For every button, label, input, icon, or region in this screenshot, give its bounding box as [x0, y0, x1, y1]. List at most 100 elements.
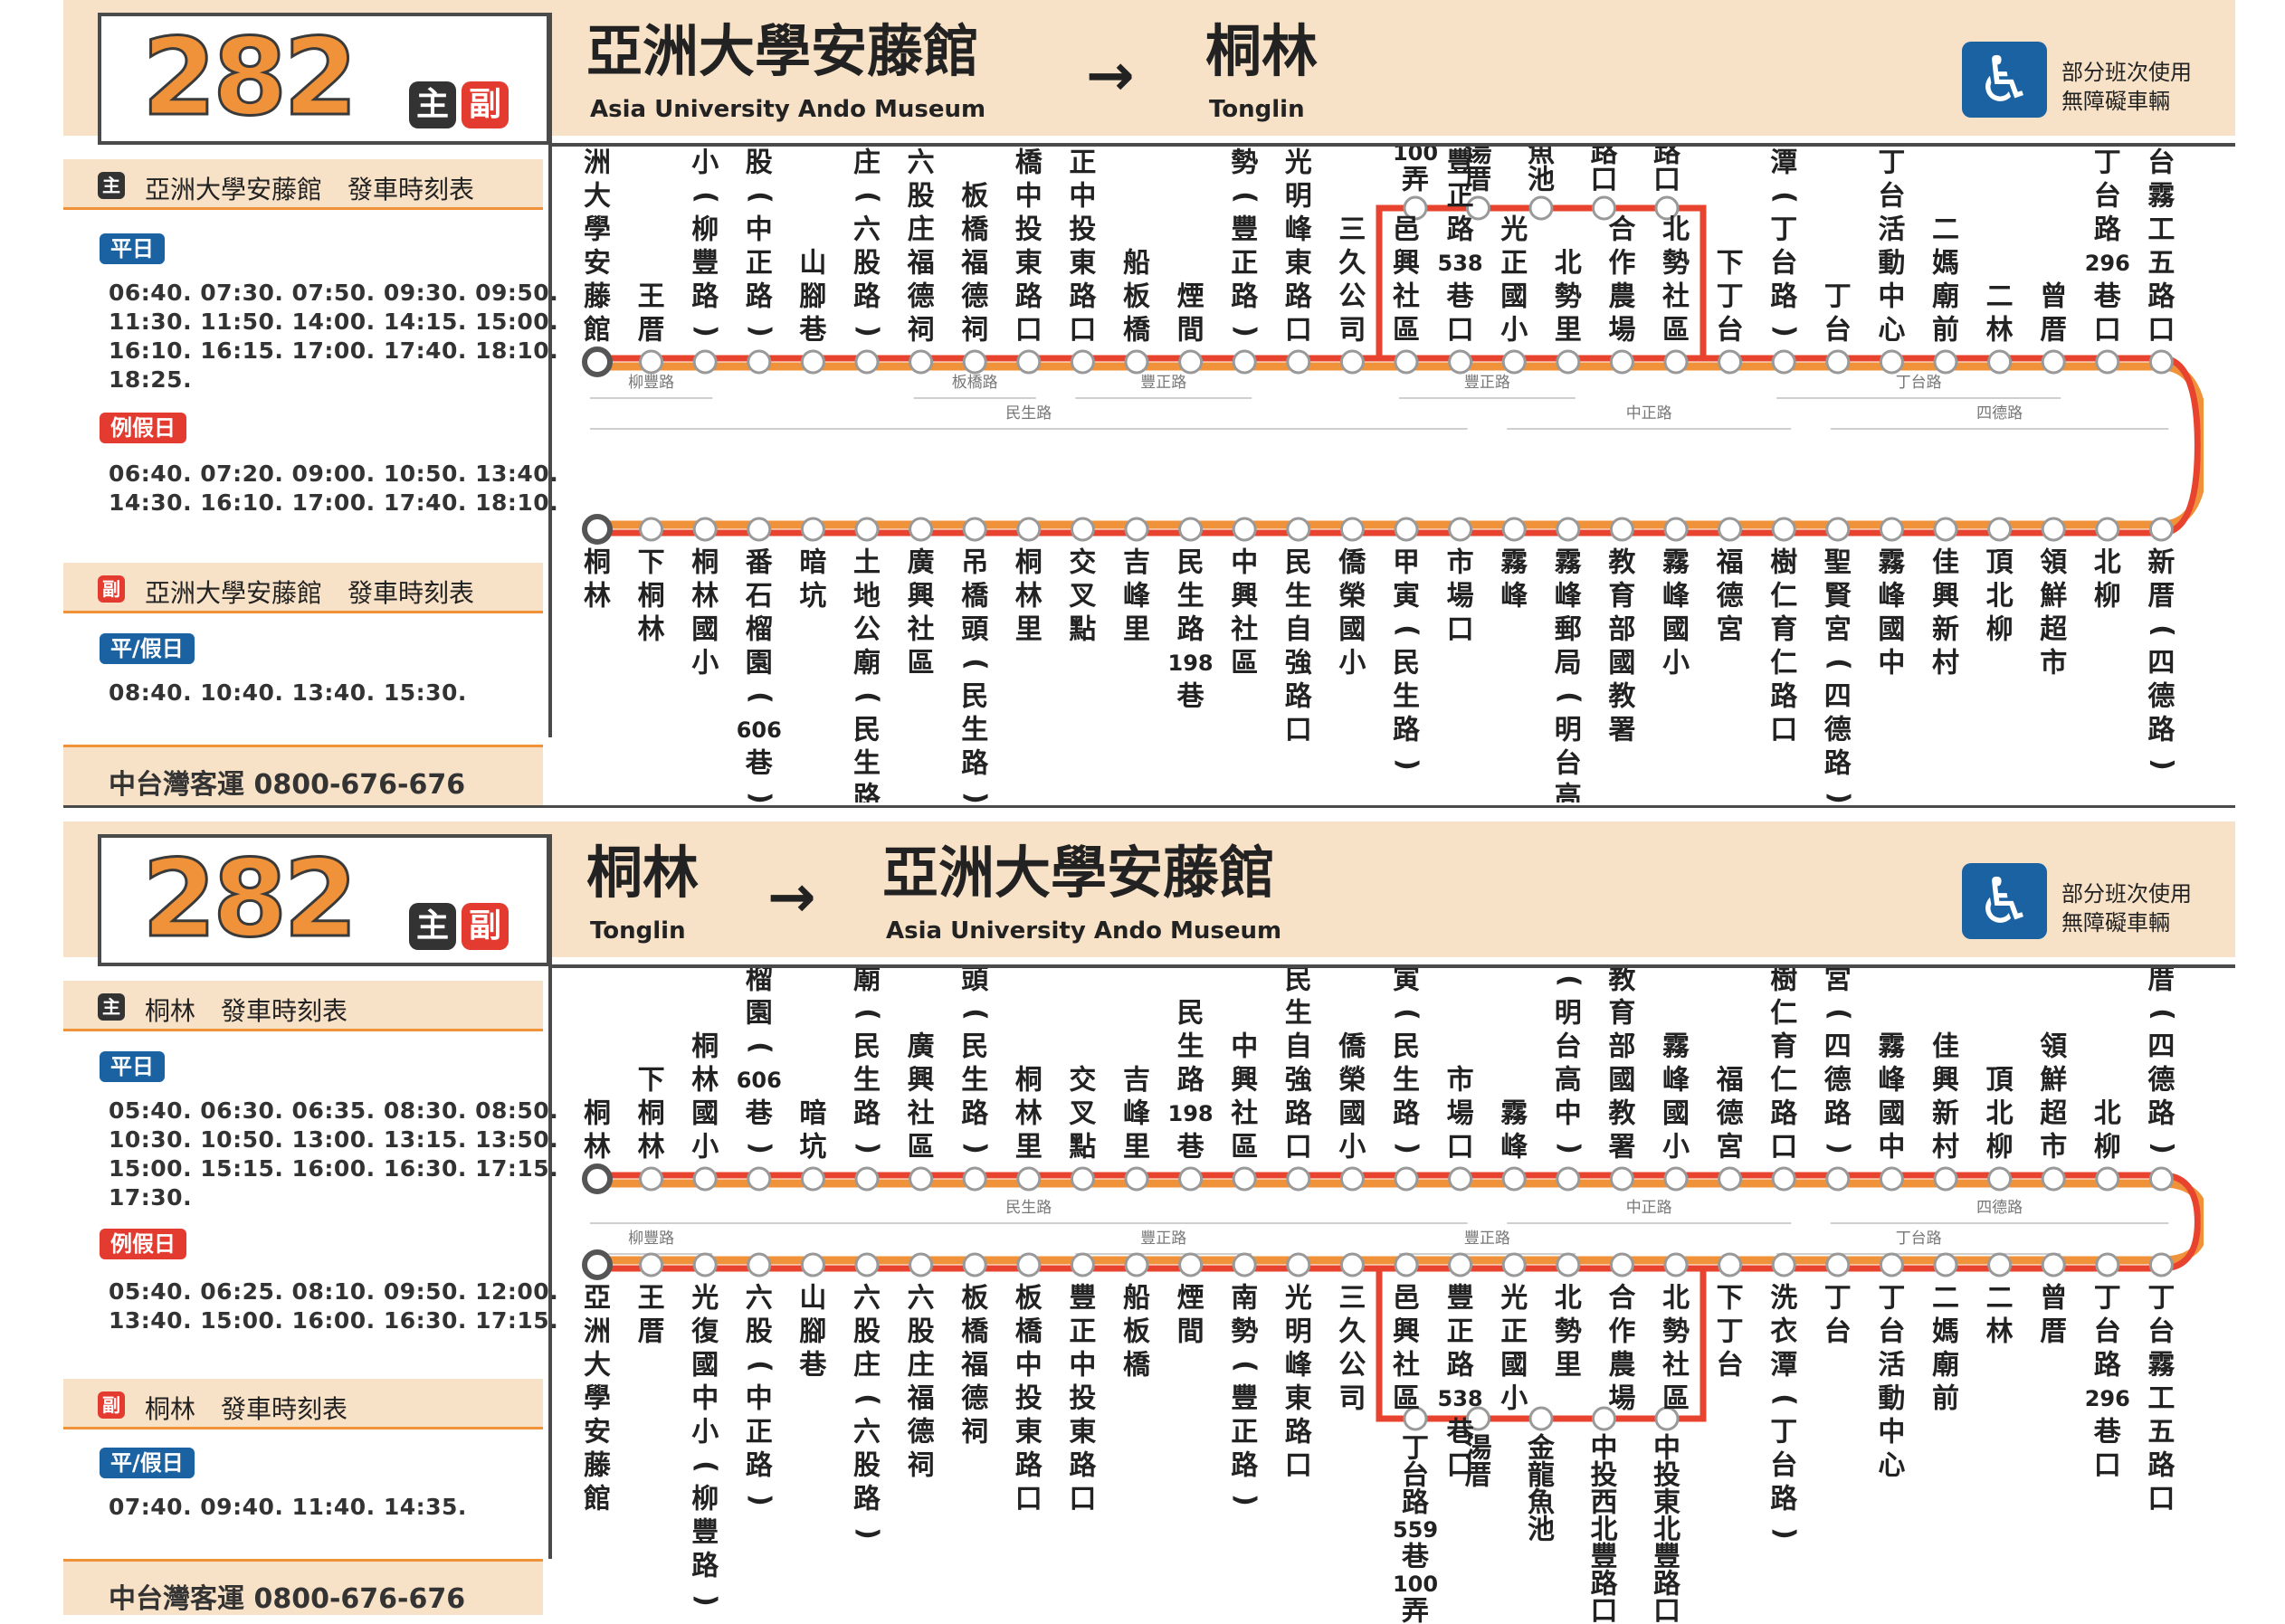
stop-name-char: ( [744, 191, 776, 204]
stop-name-char: 正 [746, 1417, 773, 1448]
main-route-mark: 主 [98, 172, 125, 199]
stop-name-char: 口 [1591, 1596, 1618, 1624]
stop-name-char: ( [744, 691, 776, 704]
sub-route-mark: 副 [98, 1391, 125, 1419]
stop-name-char: 北 [1986, 1098, 2014, 1130]
stop-name-char: 山 [799, 1283, 826, 1315]
stop-label-bottom: 曾厝 [2040, 1283, 2067, 1348]
stop-name-char: 腳 [799, 1316, 826, 1348]
stop-name-char: 霧 [1500, 547, 1528, 579]
stop-name-char: 板 [1123, 281, 1150, 313]
stop-name-char: 福 [907, 248, 935, 280]
stop-marker [1341, 1254, 1363, 1276]
stop-name-char: 丁 [1770, 1417, 1797, 1448]
stop-name-char: 宮 [1717, 614, 1744, 646]
stop-name-char: 厝 [638, 315, 665, 347]
stop-name-char: 路 [1285, 281, 1313, 313]
stop-name-char: 社 [1231, 1098, 1258, 1130]
stop-name-char: 丁 [1717, 1316, 1744, 1348]
stop-name-char: 德 [961, 281, 988, 313]
stop-name-char: 路 [2094, 1350, 2122, 1382]
main-route-badge: 主 [409, 903, 456, 950]
stop-marker [1233, 1254, 1255, 1276]
stop-marker [641, 1168, 662, 1190]
stop-name-char: 林 [1986, 1316, 2014, 1348]
stop-name-char: 福 [1716, 1065, 1744, 1097]
stop-name-char: ) [1823, 792, 1854, 803]
accessibility-note: 部分班次使用 無障礙車輛 [2061, 58, 2192, 116]
stop-name-char: ( [690, 1460, 722, 1473]
stop-name-char: 僑 [1338, 1031, 1366, 1063]
stop-name-char: 中 [1069, 181, 1096, 213]
stop-name-char: 光 [1285, 1283, 1312, 1315]
stop-label-top: 下桐林 [638, 1065, 665, 1163]
stop-marker [1341, 1168, 1363, 1190]
stop-name-char: 公 [1338, 281, 1366, 313]
stop-marker [1665, 1168, 1687, 1190]
stop-name-char: 明 [1285, 181, 1312, 213]
stop-marker [1880, 351, 1902, 373]
stop-name-char: 小 [1500, 315, 1528, 347]
stop-name-char: 生 [1285, 998, 1312, 1030]
road-name: 豐正路 [1140, 374, 1186, 392]
stop-marker [2097, 1254, 2118, 1276]
stop-label-top: 吊橋頭(民生路) [960, 968, 992, 1154]
stop-name-char: 路 [853, 782, 881, 803]
route-loop-red [2161, 358, 2197, 533]
stop-marker [1180, 1168, 1202, 1190]
stop-name-char: ) [744, 1494, 776, 1506]
stop-label-top: 洗衣潭(丁台路) [1769, 147, 1801, 337]
stop-marker [2042, 351, 2064, 373]
stop-label-bottom: 福德宮 [1716, 547, 1744, 646]
route-number-box: 282 主 副 [98, 13, 550, 145]
stop-name-char: 路 [1393, 1098, 1421, 1130]
stop-marker [1827, 518, 1849, 540]
stop-name-char: 北 [2094, 547, 2121, 579]
stop-name-char: ( [1769, 1393, 1801, 1406]
stop-name-char: 明 [1285, 1316, 1312, 1348]
stop-name-char: 園 [746, 998, 773, 1030]
stop-name-char: 民 [853, 1031, 881, 1063]
stop-name-char: 口 [1447, 1132, 1474, 1163]
stop-marker [1126, 351, 1147, 373]
stop-name-char: 丁 [1824, 1283, 1852, 1315]
stop-name-char: 生 [1177, 1031, 1204, 1063]
stop-name-char: 巷 [1401, 1542, 1430, 1573]
stop-name-char: 四 [2147, 1031, 2175, 1063]
road-name: 四德路 [1976, 1199, 2023, 1217]
stop-marker [1341, 518, 1363, 540]
stop-marker [1018, 1254, 1040, 1276]
stop-name-char: 德 [1717, 1098, 1744, 1130]
stop-marker [1989, 351, 2011, 373]
stop-label-top: 北柳 [2094, 1098, 2121, 1163]
stop-name-char: ) [960, 1142, 992, 1154]
sub-schedule-title-text: 亞洲大學安藤館 發車時刻表 [145, 574, 474, 610]
stop-name-char: 國 [691, 614, 719, 646]
stop-label-top: 亞洲大學安藤館 [584, 147, 612, 347]
stop-marker [641, 1254, 662, 1276]
stop-marker [1018, 518, 1040, 540]
stop-name-char: 板 [961, 181, 988, 213]
stop-name-char: ) [960, 792, 992, 803]
stop-name-char: ) [1553, 1142, 1585, 1154]
road-label: 民生路 [590, 1199, 1468, 1223]
direction-arrow: → [1086, 47, 1135, 105]
stop-name-char: 巷 [798, 315, 827, 347]
main-schedule-title: 主 桐林 發車時刻表 [63, 981, 543, 1031]
stop-name-char: 育 [1770, 614, 1797, 646]
stop-name-char: 里 [1123, 614, 1150, 646]
stop-name-char: 口 [2094, 315, 2121, 347]
stop-name-char: 厝 [2040, 315, 2067, 347]
stop-name-char: 光 [1500, 1283, 1528, 1315]
stop-name-char: ( [2147, 1008, 2178, 1021]
stop-label-top: 山腳巷 [798, 248, 827, 347]
stop-name-char: 里 [1123, 1132, 1150, 1163]
stop-marker [802, 518, 824, 540]
stop-name-char: 巷 [2093, 281, 2122, 313]
stop-name-char: 池 [1528, 165, 1555, 196]
